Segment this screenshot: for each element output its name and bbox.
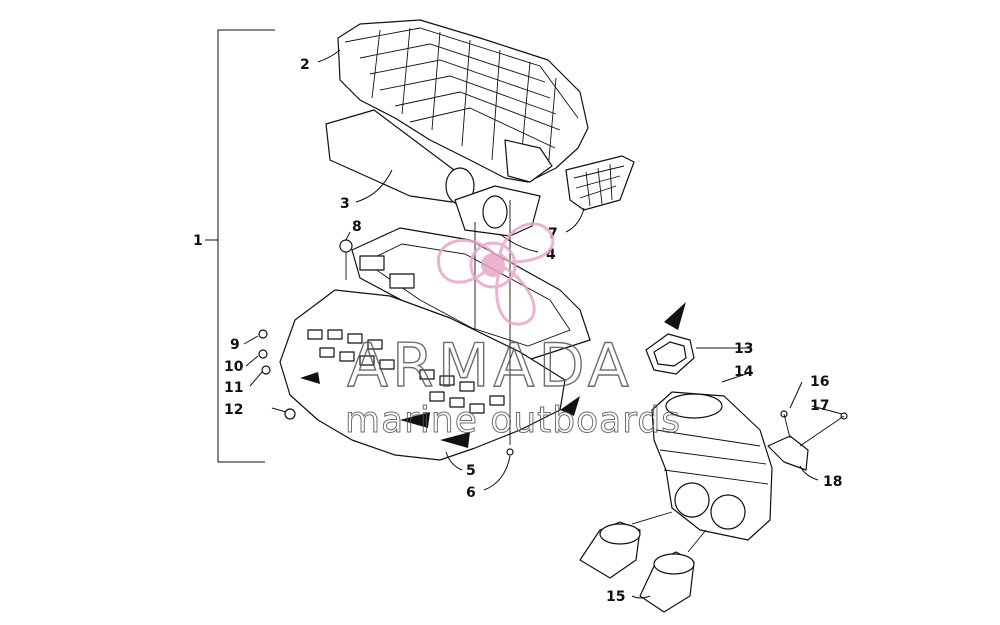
callout-13: 13 [734,341,753,357]
part-11-washer [261,365,271,375]
arrow-marker-lower [560,396,580,416]
watermark-brand: ARMADA [347,331,633,401]
callout-7: 7 [548,226,558,242]
callout-14: 14 [734,364,754,380]
assembly-bracket [205,29,275,463]
part-3-filter-element [325,109,541,237]
part-8-grommet [339,239,353,280]
callout-12: 12 [224,402,243,418]
part-14-intake-boot [651,391,773,541]
callout-9: 9 [230,337,240,353]
watermark-tagline: marine outboards [345,400,681,441]
part-5-lower-housing [279,289,566,461]
part-18-bracket [767,413,845,471]
part-9-screw [258,329,268,339]
part-4-base-plate [351,227,591,361]
callout-18: 18 [823,474,842,490]
callout-1: 1 [193,233,203,249]
part-6-fastener [506,448,514,456]
callout-10: 10 [224,359,244,375]
part-10-washer [258,349,268,359]
callout-11: 11 [224,380,243,396]
callout-5: 5 [466,463,476,479]
part-15-intake-funnel-left [579,521,641,579]
part-15-intake-funnel-right [639,551,695,613]
watermark: ARMADA marine outboards [345,222,681,442]
part-13-gasket [645,333,695,375]
part-7-screen [565,155,635,211]
callout-16: 16 [810,374,829,390]
callout-8: 8 [352,219,362,235]
callout-2: 2 [300,57,310,73]
part-2-silencer-cover [337,19,589,183]
callout-15: 15 [606,589,625,605]
watermark-propeller-logo [436,222,555,326]
callout-3: 3 [340,196,350,212]
part-12-nut [284,408,296,420]
callout-4: 4 [546,247,556,263]
callout-6: 6 [466,485,476,501]
arrow-marker-upper [664,302,686,330]
callout-17: 17 [810,398,829,414]
